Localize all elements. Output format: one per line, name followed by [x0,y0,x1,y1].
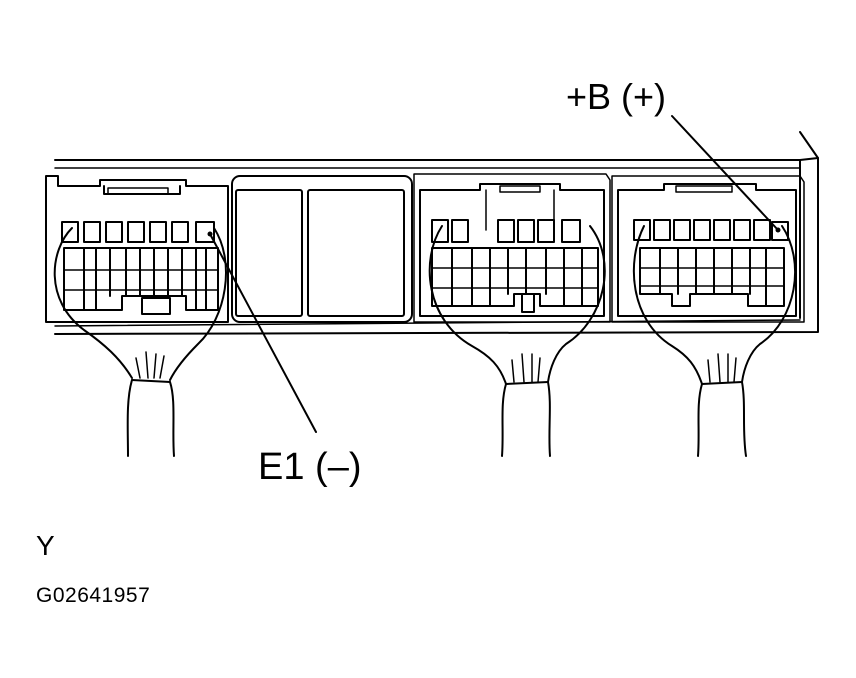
ecu-housing [55,132,818,334]
blank-panel-section [232,176,412,322]
terminal-marker-negative [207,231,213,237]
leader-line-negative [210,234,316,432]
leader-line-positive [672,116,778,230]
figure-id-label: G02641957 [36,584,151,607]
positive-terminal-label: +B (+) [566,76,667,117]
view-label: Y [36,530,55,561]
connector-right [612,176,804,456]
connector-middle [414,174,610,456]
terminal-marker-positive [775,227,781,233]
negative-terminal-label: E1 (–) [258,446,362,488]
connector-left [46,176,228,456]
